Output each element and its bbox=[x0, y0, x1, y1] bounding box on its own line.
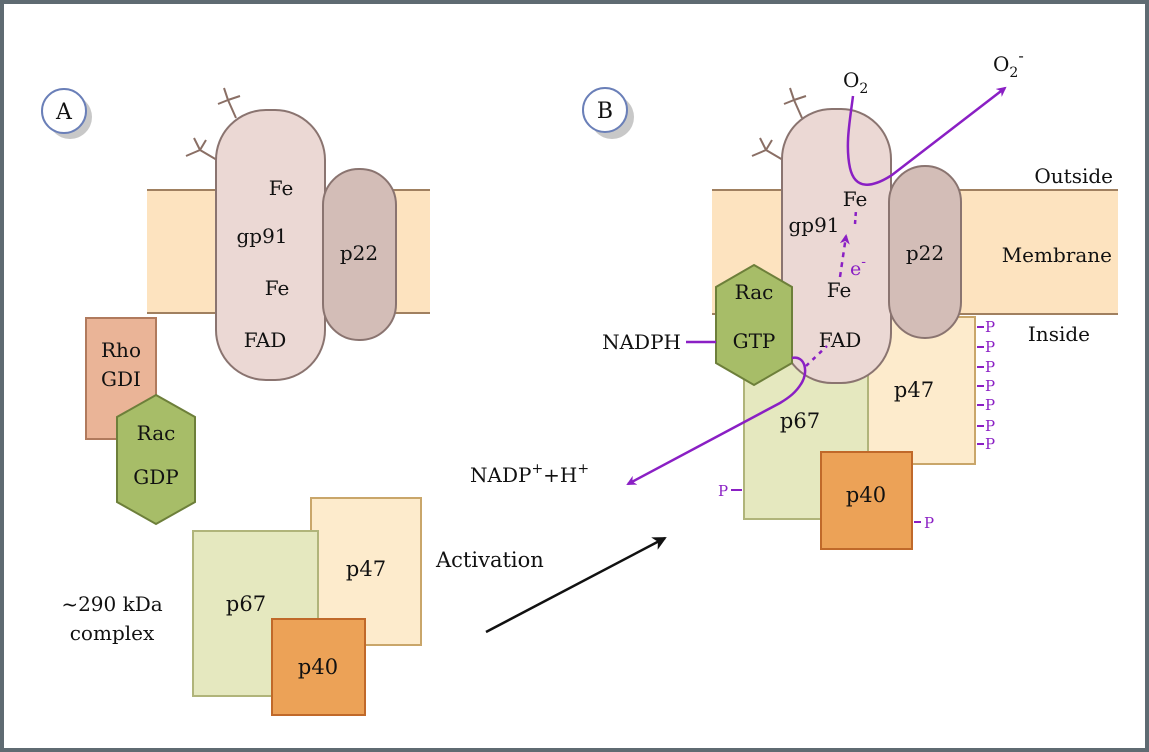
inside-label: Inside bbox=[1028, 322, 1090, 346]
gp91-a-fad: FAD bbox=[244, 328, 287, 352]
nadph-oxidation-path bbox=[626, 356, 807, 486]
activation-arrow bbox=[485, 536, 667, 634]
p40-b bbox=[820, 451, 913, 550]
glycan-icon bbox=[185, 87, 241, 161]
nadp-text: NADP bbox=[470, 463, 531, 487]
rac-gdp-a-line2: GDP bbox=[133, 465, 178, 489]
panel-a-badge-label: A bbox=[55, 100, 73, 125]
p47-a-label: p47 bbox=[346, 557, 386, 581]
superoxide-label: O2- bbox=[993, 46, 1024, 81]
complex-size-label-1: ~290 kDa bbox=[61, 592, 162, 616]
p67-phospho: P bbox=[718, 482, 728, 500]
gp91-a-fe-top: Fe bbox=[269, 176, 294, 200]
p40-a-label: p40 bbox=[298, 655, 338, 679]
panel-a: A Fe gp91 Fe FAD p22 Rho GDI Rac GDP p47 bbox=[41, 87, 667, 716]
p40-a bbox=[271, 618, 366, 716]
gp91-a-fe-bottom: Fe bbox=[265, 276, 290, 300]
p47-phospho-6: P bbox=[985, 417, 995, 435]
p47-phospho-3: P bbox=[985, 358, 995, 376]
p22-b bbox=[888, 165, 962, 339]
rac-gdp-a bbox=[116, 393, 196, 526]
p47-phospho-5: P bbox=[985, 396, 995, 414]
panel-b-badge bbox=[582, 87, 628, 133]
oxygen-reduction-path bbox=[846, 86, 1007, 186]
p22-b-label: p22 bbox=[906, 241, 944, 265]
electron-label: e- bbox=[850, 254, 866, 280]
o2-text: O bbox=[843, 68, 859, 92]
o2-label: O2 bbox=[843, 68, 868, 97]
gp91-b-fad: FAD bbox=[819, 328, 862, 352]
nadp-sup: + bbox=[531, 461, 543, 477]
superoxide-sup: - bbox=[1018, 46, 1023, 65]
gp91-b-label: gp91 bbox=[788, 213, 839, 237]
electron-text: e bbox=[850, 258, 861, 280]
superoxide-sub: 2 bbox=[1009, 65, 1018, 81]
activation-label: Activation bbox=[435, 548, 544, 572]
membrane-label: Membrane bbox=[1002, 243, 1112, 267]
o2-sub: 2 bbox=[859, 81, 868, 97]
p47-phospho-7: P bbox=[985, 435, 995, 453]
proton-sup: + bbox=[577, 461, 589, 477]
p22-a bbox=[322, 168, 397, 341]
rac-gtp-b bbox=[715, 263, 793, 387]
proton-text: +H bbox=[543, 463, 577, 487]
p40-phospho: P bbox=[924, 514, 934, 532]
electron-sup: - bbox=[861, 254, 866, 270]
complex-size-label-2: complex bbox=[70, 621, 155, 645]
panel-b: B Outside Membrane Inside p47 p67 p40 Fe… bbox=[470, 46, 1118, 550]
rac-gtp-b-line2: GTP bbox=[733, 329, 776, 353]
p67-a-label: p67 bbox=[226, 592, 266, 616]
p47-phospho-1: P bbox=[985, 318, 995, 336]
rac-gdp-a-line1: Rac bbox=[137, 421, 176, 445]
panel-a-badge bbox=[41, 88, 87, 134]
nadph-label: NADPH bbox=[602, 330, 681, 354]
p47-phospho-group: P P P P P P P bbox=[977, 318, 995, 453]
p47-phospho-4: P bbox=[985, 377, 995, 395]
electron-transfer-3 bbox=[853, 209, 858, 225]
p47-b-label: p47 bbox=[894, 378, 934, 402]
gp91-a-label: gp91 bbox=[236, 224, 287, 248]
electron-transfer-2 bbox=[838, 234, 850, 278]
glycan-icon bbox=[751, 87, 807, 161]
p40-b-label: p40 bbox=[846, 483, 886, 507]
panel-b-badge-label: B bbox=[597, 99, 613, 124]
p67-b-label: p67 bbox=[780, 409, 820, 433]
gp91-b-fe-bottom: Fe bbox=[827, 278, 852, 302]
rhogdi-a-line1: Rho bbox=[101, 338, 141, 362]
gp91-b-fe-top: Fe bbox=[843, 187, 868, 211]
nadp-label: NADP++H+ bbox=[470, 461, 589, 487]
superoxide-text: O bbox=[993, 52, 1009, 76]
outside-label: Outside bbox=[1034, 164, 1113, 188]
p22-a-label: p22 bbox=[340, 241, 378, 265]
rac-gtp-b-line1: Rac bbox=[735, 280, 774, 304]
rhogdi-a-line2: GDI bbox=[101, 367, 141, 391]
p47-phospho-2: P bbox=[985, 338, 995, 356]
